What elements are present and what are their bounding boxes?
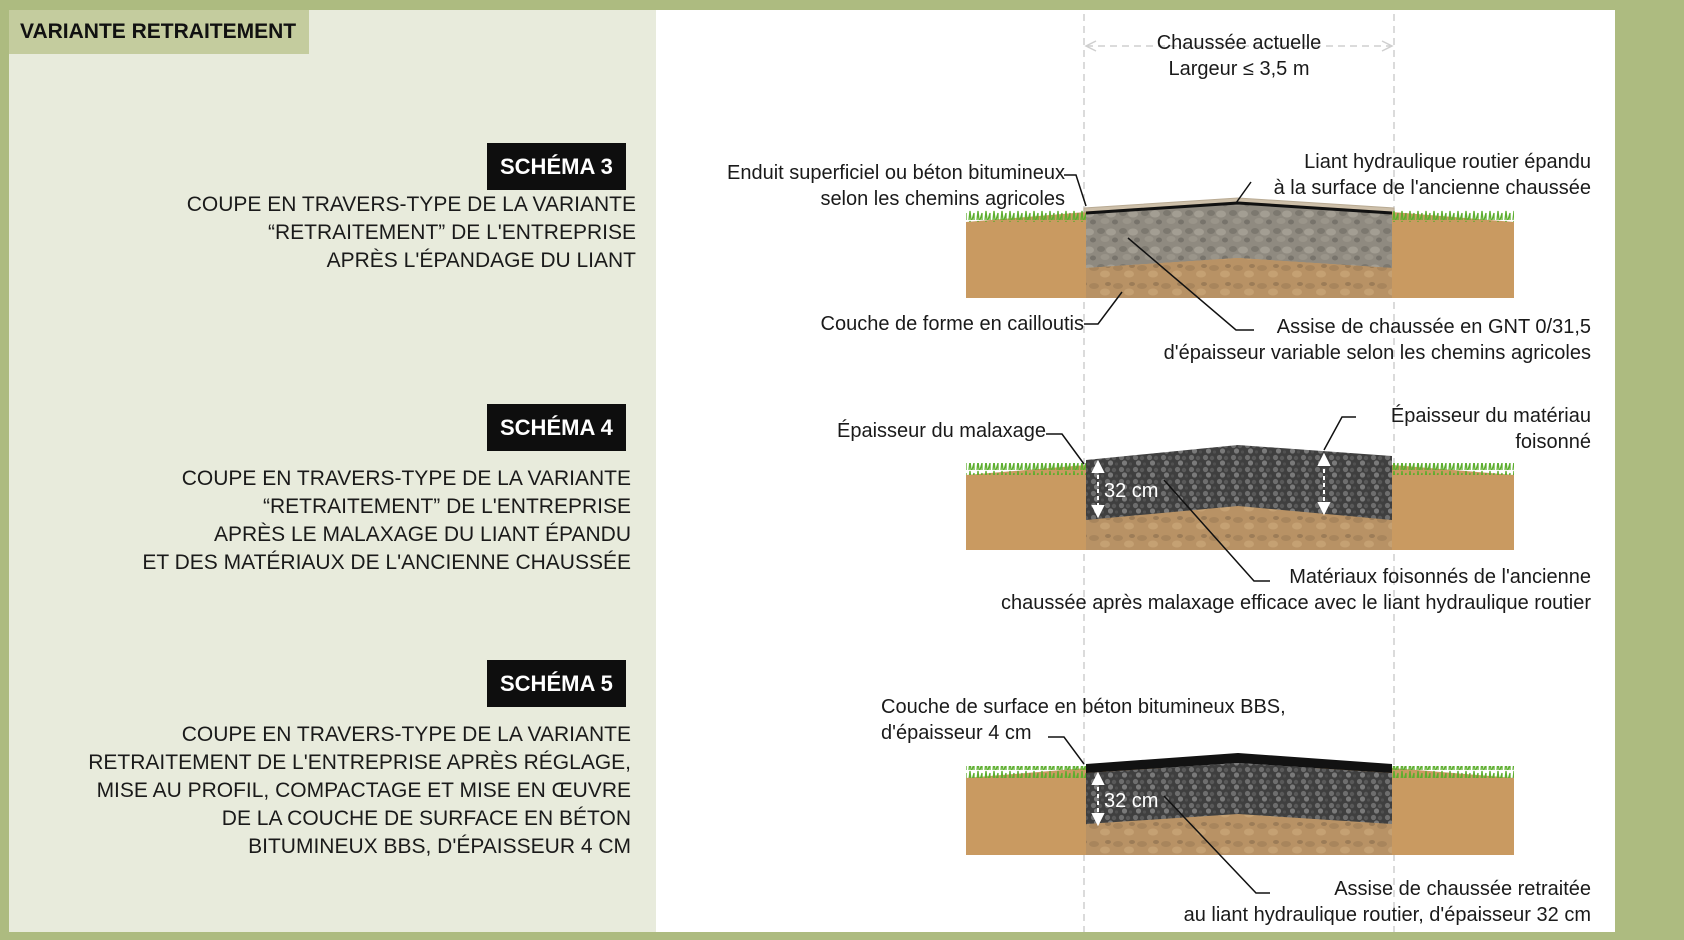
schema-4-description: COUPE EN TRAVERS-TYPE DE LA VARIANTE “RE… xyxy=(142,467,631,574)
schema-3-badge: SCHÉMA 3 xyxy=(487,143,626,190)
schema-4-swell-label: Épaisseur du matériau foisonné xyxy=(1390,405,1591,453)
leader-line xyxy=(1163,479,1270,582)
grass-right xyxy=(1392,766,1514,778)
schema-4-badge: SCHÉMA 4 xyxy=(487,404,626,451)
mixed-material-layer xyxy=(1086,445,1392,520)
grass-left xyxy=(966,766,1086,778)
leader-line xyxy=(1048,736,1085,765)
schema-3-binder-label: Liant hydraulique routier épandu à la su… xyxy=(1273,151,1591,199)
schema-5-badge: SCHÉMA 5 xyxy=(487,660,626,707)
grass-left xyxy=(966,210,1086,222)
schema-3-base-label: Assise de chaussée en GNT 0/31,5 d'épais… xyxy=(1163,316,1591,364)
schema-4-material-label: Matériaux foisonnés de l'ancienne chauss… xyxy=(1001,566,1591,614)
schema-5-base-label: Assise de chaussée retraitée au liant hy… xyxy=(1183,878,1591,926)
leader-line xyxy=(1046,433,1085,465)
schema-3-description: COUPE EN TRAVERS-TYPE DE LA VARIANTE “RE… xyxy=(186,193,636,272)
swell-depth-arrow xyxy=(1317,452,1331,516)
schema-5-surface-label: Couche de surface en béton bitumineux BB… xyxy=(881,696,1286,744)
schema-4-section xyxy=(966,416,1514,582)
base-thickness-arrow xyxy=(1091,771,1105,827)
grass-left xyxy=(966,463,1086,475)
diagram-panel: Chaussée actuelle Largeur ≤ 3,5 m Enduit… xyxy=(656,10,1615,932)
schema-4-mixing-label: Épaisseur du malaxage xyxy=(836,420,1046,442)
leader-line xyxy=(1323,416,1356,451)
schema-5-description: COUPE EN TRAVERS-TYPE DE LA VARIANTE RET… xyxy=(88,723,631,858)
surface-line xyxy=(1085,201,1393,215)
grass-right xyxy=(1392,210,1514,222)
mixing-depth-arrow xyxy=(1091,459,1105,519)
schema-5-section xyxy=(966,736,1514,894)
leader-line xyxy=(1084,291,1123,325)
schema-3-section xyxy=(966,174,1514,331)
treated-base-layer xyxy=(1086,763,1392,824)
roadway-width-label: Chaussée actuelle Largeur ≤ 3,5 m xyxy=(1156,32,1322,80)
asphalt-surface-layer xyxy=(1086,753,1392,773)
left-panel: VARIANTE RETRAITEMENT SCHÉMA 3 COUPE EN … xyxy=(9,10,656,932)
schema-5-dimension-label: 32 cm xyxy=(1104,790,1159,812)
grass-right xyxy=(1392,463,1514,475)
gravel-base-layer xyxy=(1086,202,1392,268)
leader-line xyxy=(1163,795,1270,894)
cross-section-diagram xyxy=(966,14,1514,932)
schema-4-dimension-label: 32 cm xyxy=(1104,480,1159,502)
schema-3-surface-label: Enduit superficiel ou béton bitumineux s… xyxy=(727,162,1065,210)
leader-line xyxy=(1064,174,1087,207)
figure-frame: VARIANTE RETRAITEMENT SCHÉMA 3 COUPE EN … xyxy=(9,10,1615,932)
leader-line xyxy=(1127,237,1254,331)
variant-title: VARIANTE RETRAITEMENT xyxy=(9,10,310,54)
schema-3-subgrade-label: Couche de forme en cailloutis xyxy=(820,313,1084,335)
leader-line xyxy=(1235,181,1252,204)
